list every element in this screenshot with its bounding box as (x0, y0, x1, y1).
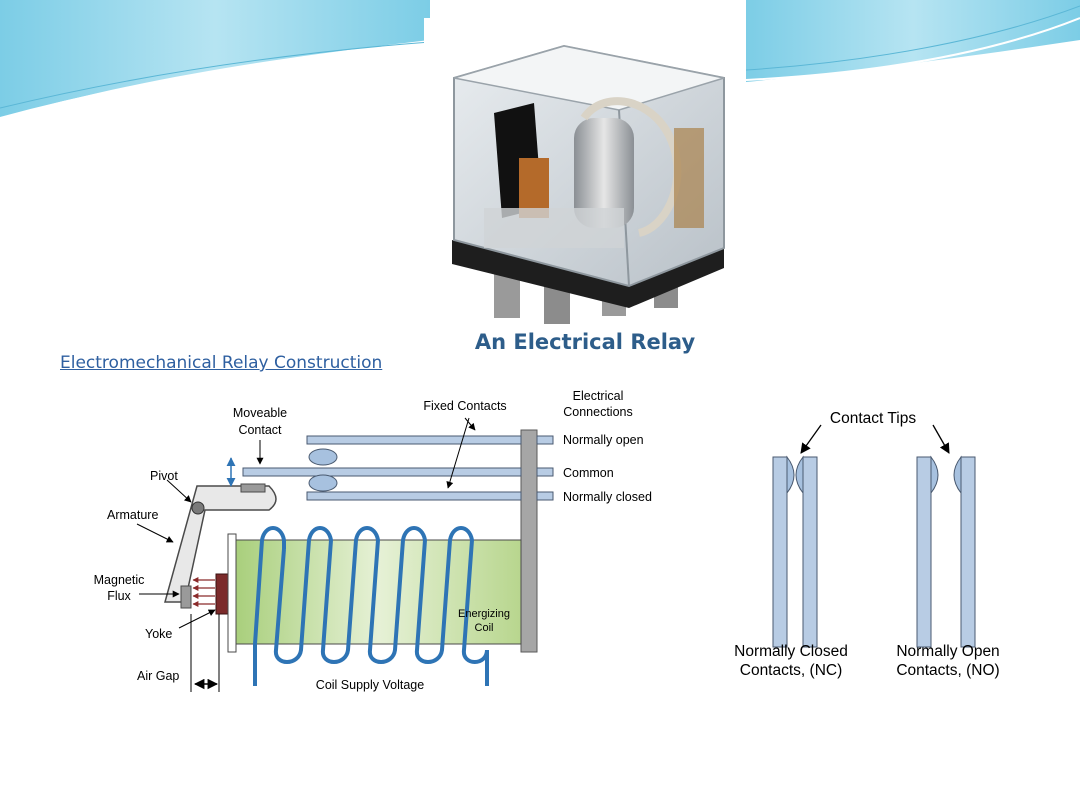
relay-photo-illustration (452, 44, 725, 324)
terminal-common (536, 467, 554, 477)
label-no: Normally Open (896, 643, 999, 660)
fixed-contact-strip-closed (306, 491, 522, 501)
terminal-block (520, 429, 538, 653)
label-air-gap: Air Gap (137, 669, 179, 683)
swoosh-left (0, 0, 430, 118)
armature-plate (180, 585, 192, 609)
nc-contact-tip (786, 455, 795, 495)
coil-windings (253, 526, 489, 686)
relay-housing-top (453, 45, 725, 111)
label-nc: Contacts, (NC) (740, 662, 843, 679)
label-moveable-contact: Contact (238, 423, 282, 437)
yoke-leader (178, 609, 216, 629)
swoosh-left-line (0, 47, 431, 119)
electromechanical-relay-link[interactable]: Electromechanical Relay Construction (60, 353, 383, 373)
coil-end-plate (227, 533, 237, 653)
label-pivot: Pivot (150, 469, 178, 483)
label-fixed-contacts: Fixed Contacts (423, 399, 506, 413)
contact-tips-diagram: Contact Tips Normally Closed Contacts, (… (727, 395, 1014, 685)
armature (164, 485, 277, 603)
relay-base (452, 240, 724, 308)
magnetic-flux-arrows (192, 577, 215, 607)
relay-coil-wire (580, 97, 682, 237)
label-normally-closed: Normally closed (563, 490, 652, 504)
armature-contact-pad (240, 483, 266, 493)
pivot-leader (166, 479, 192, 503)
label-nc: Normally Closed (734, 643, 848, 660)
label-energizing-coil: Energizing (458, 608, 510, 620)
terminal-normally-closed (536, 491, 554, 501)
relay-photo: An Electrical Relay (424, 18, 746, 370)
fixed-contact-strip-open (306, 435, 522, 445)
swoosh-right (746, 0, 1080, 82)
no-contact-tip (930, 455, 939, 495)
nc-contact-tip (795, 455, 804, 495)
swoosh-left-line2 (0, 41, 431, 109)
armature-leader (136, 523, 174, 543)
label-moveable-contact: Moveable (233, 406, 287, 420)
label-electrical-connections: Electrical (573, 389, 624, 403)
label-yoke: Yoke (145, 627, 172, 641)
label-normally-open: Normally open (563, 433, 644, 447)
pivot-point (191, 501, 205, 515)
label-magnetic-flux: Magnetic (94, 573, 145, 587)
label-no: Contacts, (NO) (896, 662, 999, 679)
yoke (215, 573, 229, 615)
contact-tips-arrow (932, 424, 950, 454)
fixed-contact-leader (446, 417, 470, 489)
relay-lower-frame (484, 208, 624, 248)
no-contact-blade-left (916, 456, 932, 648)
relay-construction-diagram: Moveable Contact Fixed Contacts Electric… (55, 374, 675, 704)
nc-contact-blade-left (772, 456, 788, 648)
no-contact-tip (953, 455, 962, 495)
swoosh-right-line2 (745, 5, 1080, 71)
label-coil-supply-voltage: Coil Supply Voltage (316, 678, 424, 692)
photo-caption: An Electrical Relay (474, 330, 696, 354)
nc-contact-blade-right (802, 456, 818, 648)
contact-tip (308, 448, 338, 466)
relay-coil (574, 118, 634, 228)
label-common: Common (563, 466, 614, 480)
label-armature: Armature (107, 508, 158, 522)
swoosh-right-line (745, 17, 1080, 81)
fixed-contact-leader (464, 417, 476, 431)
label-energizing-coil: Coil (475, 622, 494, 634)
terminal-normally-open (536, 435, 554, 445)
moveable-contact-strip (242, 467, 522, 477)
label-contact-tips: Contact Tips (830, 410, 916, 427)
no-contact-blade-right (960, 456, 976, 648)
relay-frame (674, 128, 704, 228)
label-electrical-connections: Connections (563, 405, 633, 419)
contact-tips-arrow (800, 424, 822, 454)
label-magnetic-flux: Flux (107, 589, 131, 603)
contact-tip (308, 474, 338, 492)
